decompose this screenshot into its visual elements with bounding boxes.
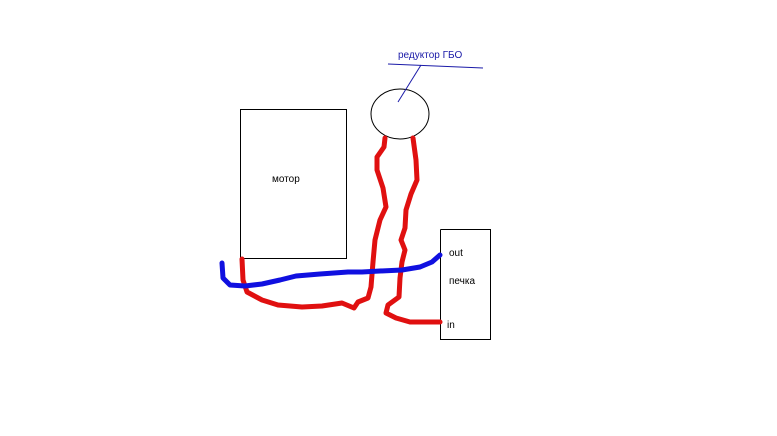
- heater-out-label: out: [449, 248, 463, 259]
- hot-hose-motor-to-reducer: [239, 135, 389, 311]
- hot-hose-reducer-to-heater-in: [383, 135, 443, 325]
- heater-block: [440, 229, 491, 340]
- heater-in-label: in: [447, 320, 455, 331]
- reducer-label: редуктор ГБО: [398, 50, 462, 61]
- heater-label: печка: [449, 276, 475, 287]
- reducer-leader-line: [397, 64, 422, 103]
- reducer-underline: [387, 63, 484, 69]
- motor-label: мотор: [272, 174, 300, 185]
- cold-hose-heater-out-to-motor: [219, 252, 443, 289]
- motor-block: [240, 109, 347, 259]
- reducer-ellipse: [370, 88, 430, 140]
